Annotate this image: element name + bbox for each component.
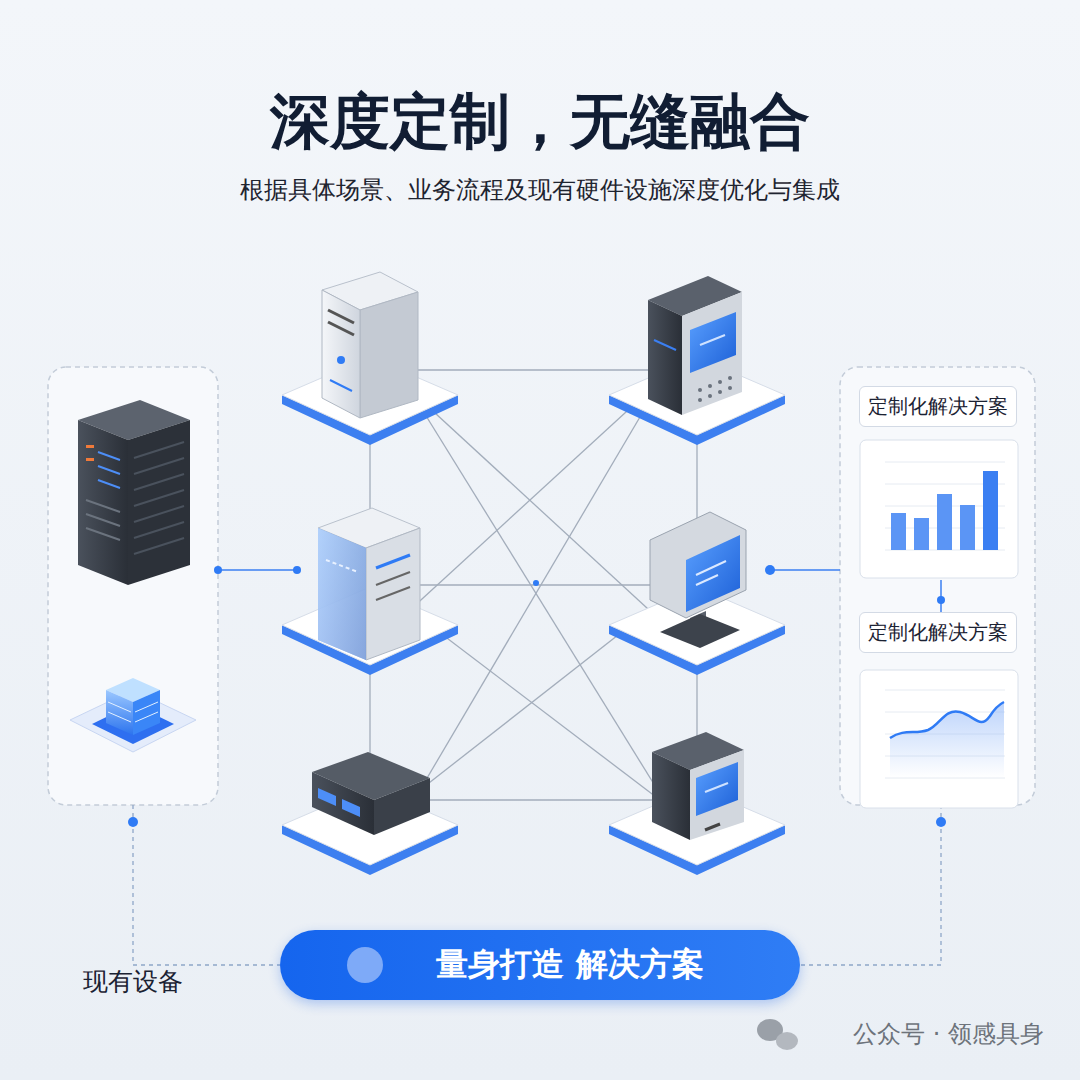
solution-label-text: 定制化解决方案 xyxy=(868,393,1008,420)
solution-label: 定制化解决方案 xyxy=(859,386,1017,427)
device-panel: 现有设备 xyxy=(48,367,218,805)
subtitle: 根据具体场景、业务流程及现有硬件设施深度优化与集成 xyxy=(0,174,1080,206)
title: 深度定制，无缝融合 xyxy=(0,82,1080,163)
device-panel-text: 现有设备 xyxy=(48,965,218,998)
dashed-connector xyxy=(128,805,280,965)
watermark: 公众号 · 领感具身 xyxy=(853,1018,1044,1050)
solution-label-text: 定制化解决方案 xyxy=(868,619,1008,646)
solution-label: 定制化解决方案 xyxy=(859,612,1017,653)
solution-pill-text: 量身打造 解决方案 xyxy=(436,943,703,987)
solution-pill: 量身打造 解决方案 xyxy=(280,930,800,1000)
pill-dot xyxy=(347,947,383,983)
